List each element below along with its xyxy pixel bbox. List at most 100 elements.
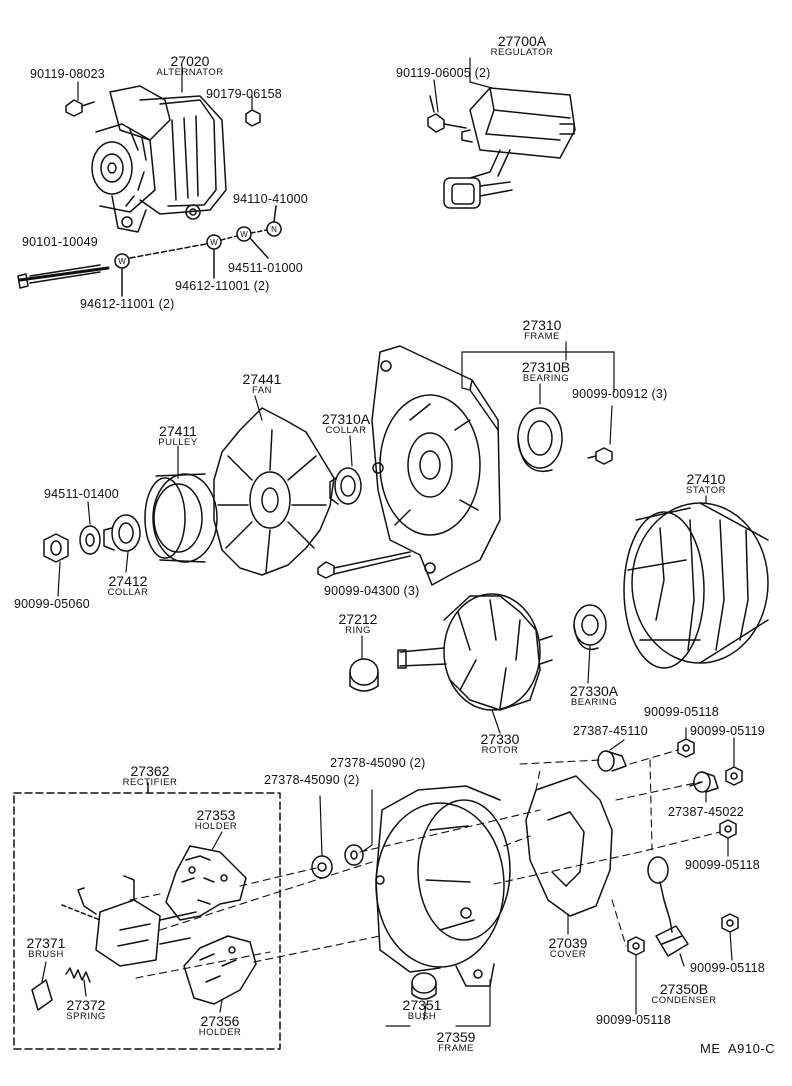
screw-small <box>587 447 613 465</box>
bearing-rear-drawing <box>573 604 607 650</box>
fan-part-number: 27441 <box>242 371 282 387</box>
ring-drawing <box>349 658 379 692</box>
label-bearing-rear: 27330A BEARING <box>570 684 618 708</box>
fan-drawing <box>213 407 335 576</box>
label-94110-41000: 94110-41000 <box>233 192 308 206</box>
nut-drawing <box>43 533 69 563</box>
bearing-front-part-number: 27310B <box>521 359 571 375</box>
label-bearing-front: 27310B BEARING <box>522 360 570 384</box>
nut-05118-c-drawing <box>721 913 739 933</box>
holder-upper-part-name: HOLDER <box>194 821 238 832</box>
frame-rear-part-name: FRAME <box>438 1043 474 1054</box>
rotor-part-name: ROTOR <box>481 745 519 756</box>
pulley-part-name: PULLEY <box>158 437 198 448</box>
label-90099-04300: 90099-04300 (3) <box>324 584 420 598</box>
nut-05118-d-drawing <box>627 936 645 956</box>
pulley-drawing <box>144 473 218 563</box>
label-90099-05118-d: 90099-05118 <box>596 1013 671 1027</box>
bearing-front-drawing <box>517 407 563 472</box>
washer-small-drawing <box>79 525 101 555</box>
rectifier-box <box>13 782 281 1050</box>
collar-a-part-name: COLLAR <box>325 425 367 436</box>
label-27378-45090-a: 27378-45090 (2) <box>330 756 426 770</box>
stator-part-number: 27410 <box>686 471 726 487</box>
stator-drawing <box>623 502 769 669</box>
terminal-45022-drawing <box>689 771 719 793</box>
frame-rear-part-number: 27359 <box>436 1029 476 1045</box>
label-94612-11001-b: 94612-11001 (2) <box>80 297 175 311</box>
ring-part-number: 27212 <box>338 611 378 627</box>
bearing-front-part-name: BEARING <box>522 373 570 384</box>
cover-part-name: COVER <box>549 949 587 960</box>
front-frame-drawing <box>371 345 501 586</box>
label-90179-06158: 90179-06158 <box>206 87 282 101</box>
label-holder-lower: 27356 HOLDER <box>199 1014 242 1038</box>
diagram-reference-code: ME A910-C <box>700 1041 776 1056</box>
label-90099-00912: 90099-00912 (3) <box>572 387 668 401</box>
collar-drawing <box>103 514 141 552</box>
washer-row <box>17 205 282 297</box>
label-pulley: 27411 PULLEY <box>158 424 197 448</box>
collar-a-part-number: 27310A <box>321 411 371 427</box>
label-rectifier: 27362 RECTIFIER <box>123 764 178 788</box>
label-condenser: 27350B CONDENSER <box>651 982 716 1006</box>
label-90099-05060: 90099-05060 <box>14 597 90 611</box>
bush-drawing <box>411 972 437 1000</box>
washer-w-mark-3: W <box>118 257 126 266</box>
label-90119-08023: 90119-08023 <box>30 67 105 81</box>
cover-part-number: 27039 <box>548 935 588 951</box>
label-90101-10049: 90101-10049 <box>22 235 98 249</box>
label-collar-a: 27310A COLLAR <box>322 412 370 436</box>
alternator-assembly <box>65 85 261 233</box>
regulator-part-number: 27700A <box>497 33 547 49</box>
label-brush: 27371 BRUSH <box>27 936 66 960</box>
bush-part-number: 27351 <box>402 997 442 1013</box>
alternator-part-number: 27020 <box>170 53 210 69</box>
regulator-drawing <box>427 87 576 209</box>
holder-upper-part-number: 27353 <box>196 807 236 823</box>
stator-part-name: STATOR <box>686 485 726 496</box>
brush-holder-drawing <box>61 875 197 967</box>
label-collar: 27412 COLLAR <box>107 574 148 598</box>
label-90099-05118-a: 90099-05118 <box>644 705 719 719</box>
brush-part-number: 27371 <box>26 935 66 951</box>
brush-drawing <box>31 979 53 1011</box>
label-27378-45090-b: 27378-45090 (2) <box>264 773 360 787</box>
label-regulator: 27700A REGULATOR <box>491 34 554 58</box>
bush-part-name: BUSH <box>407 1011 437 1022</box>
label-stator: 27410 STATOR <box>686 472 726 496</box>
spring-part-name: SPRING <box>66 1011 106 1022</box>
spring-part-number: 27372 <box>66 997 106 1013</box>
rectifier-part-name: RECTIFIER <box>122 777 178 788</box>
label-90099-05118-b: 90099-05118 <box>685 858 760 872</box>
rotor-part-number: 27330 <box>480 731 520 747</box>
label-rotor: 27330 ROTOR <box>481 732 520 756</box>
washer-w-mark-2: W <box>240 230 248 239</box>
holder-lower-part-name: HOLDER <box>198 1027 242 1038</box>
frame-front-part-name: FRAME <box>524 331 560 342</box>
label-27387-45022: 27387-45022 <box>668 805 744 819</box>
washer-w-mark-1: W <box>210 238 218 247</box>
label-90099-05118-c: 90099-05118 <box>690 961 765 975</box>
spring-drawing <box>65 967 91 983</box>
condenser-drawing <box>647 856 689 957</box>
regulator-part-name: REGULATOR <box>490 47 554 58</box>
holder-upper-drawing <box>165 845 247 921</box>
condenser-part-name: CONDENSER <box>651 995 717 1006</box>
label-fan: 27441 FAN <box>243 372 282 396</box>
ring-part-name: RING <box>345 625 371 636</box>
label-90119-06005: 90119-06005 (2) <box>396 66 491 80</box>
pulley-part-number: 27411 <box>159 423 197 439</box>
label-bush: 27351 BUSH <box>403 998 442 1022</box>
bearing-rear-part-number: 27330A <box>569 683 619 699</box>
label-frame-front: 27310 FRAME <box>523 318 562 342</box>
label-frame-rear: 27359 FRAME <box>437 1030 476 1054</box>
nut-05118-b-drawing <box>719 819 737 839</box>
assembly-lines <box>129 749 721 979</box>
label-cover: 27039 COVER <box>549 936 588 960</box>
bearing-rear-part-name: BEARING <box>570 697 618 708</box>
long-bolt-drawing <box>317 551 411 579</box>
label-27387-45110: 27387-45110 <box>573 724 648 738</box>
frame-front-part-number: 27310 <box>522 317 562 333</box>
nut-05119-drawing <box>725 766 743 786</box>
